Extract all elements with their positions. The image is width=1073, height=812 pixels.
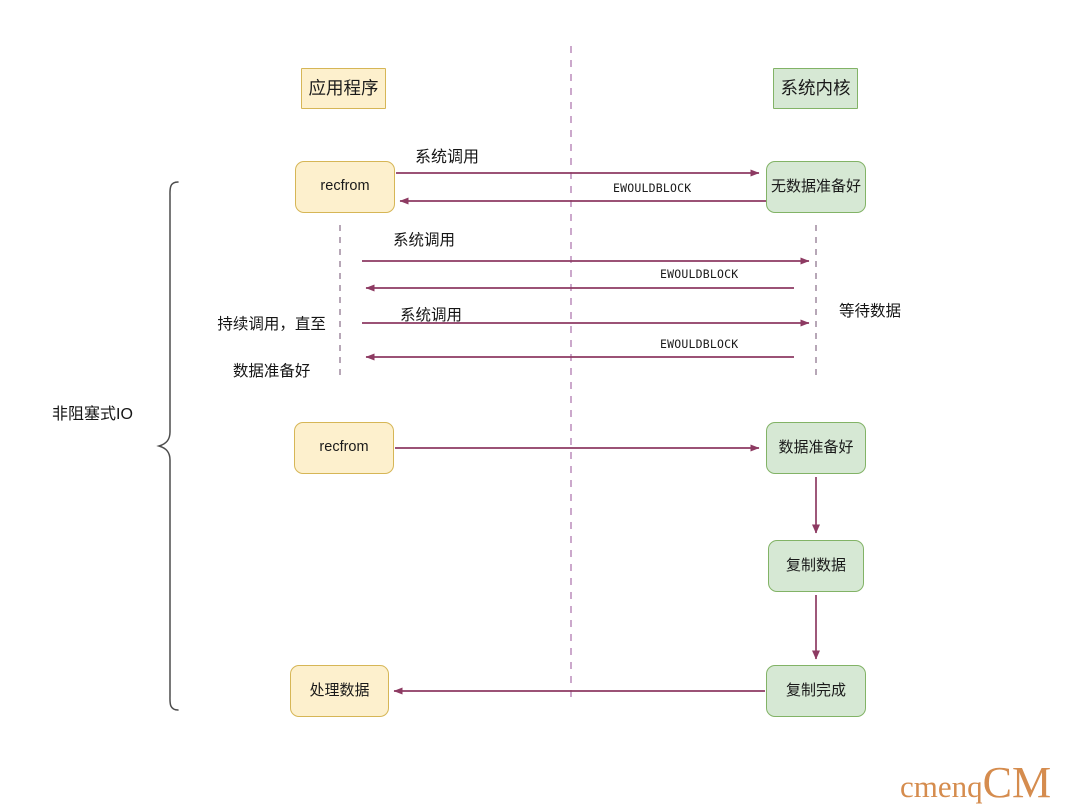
message-label-syscall-2: 系统调用 bbox=[393, 232, 456, 249]
node-copy-data: 复制数据 bbox=[768, 540, 864, 592]
watermark-small-text: cmenq bbox=[900, 769, 983, 804]
annotation-polling-line1: 持续调用，直至 bbox=[217, 316, 326, 334]
node-recvfrom-second: recfrom bbox=[294, 422, 394, 474]
node-copy-data-label: 复制数据 bbox=[785, 557, 846, 574]
node-process-data: 处理数据 bbox=[290, 665, 389, 717]
lane-header-application-label: 应用程序 bbox=[308, 78, 379, 98]
annotation-polling-line2: 数据准备好 bbox=[232, 362, 311, 380]
diagram-scope-title: 非阻塞式IO bbox=[52, 406, 133, 423]
message-label-syscall-3: 系统调用 bbox=[400, 307, 463, 324]
message-label-ewouldblock-3: EWOULDBLOCK bbox=[660, 337, 739, 351]
annotation-waiting-data: 等待数据 bbox=[839, 303, 902, 320]
annotation-polling: 持续调用，直至 数据准备好 bbox=[193, 290, 333, 406]
watermark-big-text: CM bbox=[982, 758, 1052, 807]
node-copy-done: 复制完成 bbox=[766, 665, 866, 717]
node-copy-done-label: 复制完成 bbox=[785, 682, 846, 699]
node-recvfrom-first-label: recfrom bbox=[320, 178, 370, 195]
message-label-ewouldblock-1: EWOULDBLOCK bbox=[613, 181, 692, 195]
node-data-ready: 数据准备好 bbox=[766, 422, 866, 474]
message-label-ewouldblock-2: EWOULDBLOCK bbox=[660, 267, 739, 281]
node-no-data-ready-label: 无数据准备好 bbox=[770, 178, 861, 195]
watermark: cmenqCM bbox=[900, 757, 1051, 808]
lane-header-application: 应用程序 bbox=[301, 68, 386, 109]
message-label-syscall-1: 系统调用 bbox=[415, 149, 480, 166]
scope-brace bbox=[156, 181, 179, 711]
lane-header-kernel: 系统内核 bbox=[773, 68, 858, 109]
node-recvfrom-second-label: recfrom bbox=[319, 439, 369, 456]
node-data-ready-label: 数据准备好 bbox=[778, 439, 854, 456]
node-no-data-ready: 无数据准备好 bbox=[766, 161, 866, 213]
lane-header-kernel-label: 系统内核 bbox=[780, 78, 851, 98]
node-process-data-label: 处理数据 bbox=[309, 682, 370, 699]
node-recvfrom-first: recfrom bbox=[295, 161, 395, 213]
